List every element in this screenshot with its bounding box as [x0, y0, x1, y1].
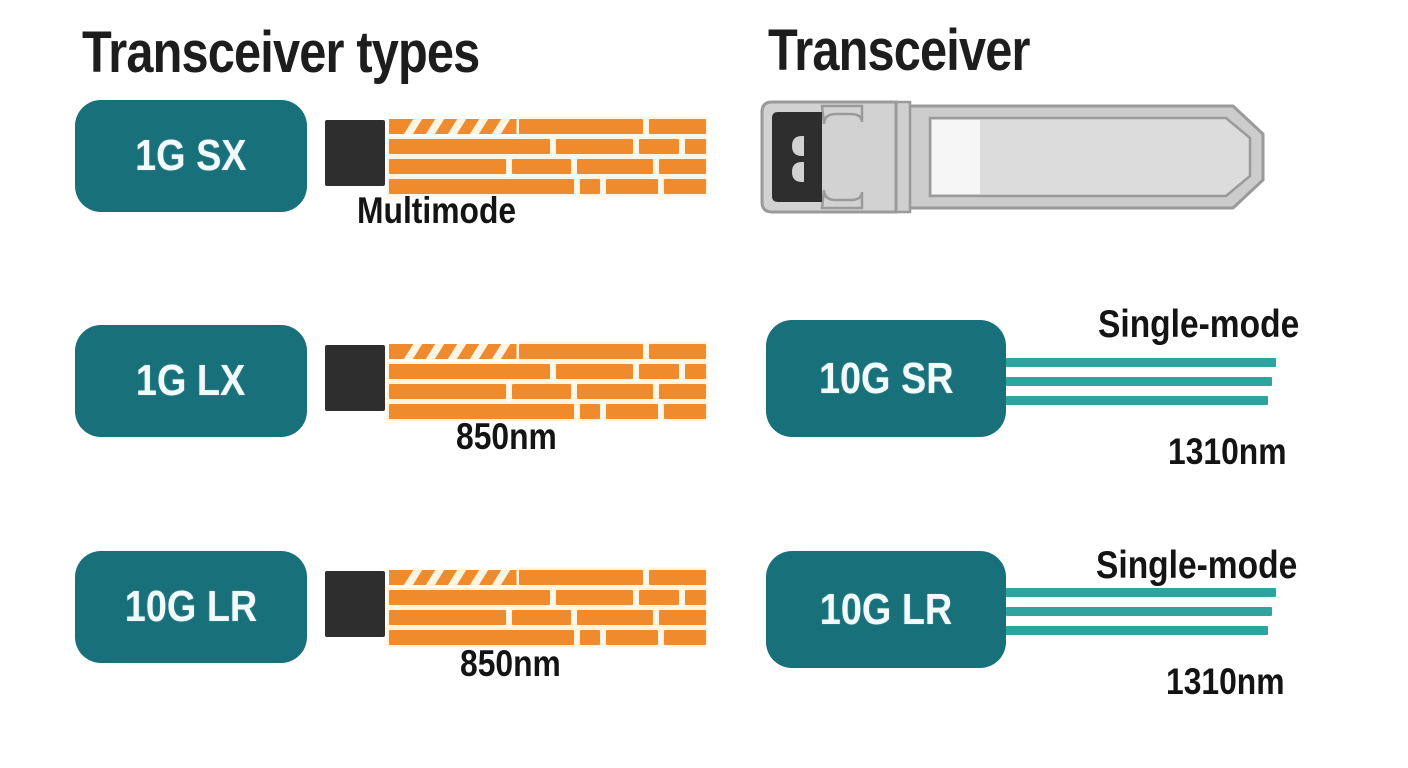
left-column-title: Transceiver types [82, 20, 480, 85]
badge-10g-sr[interactable]: 10G SR [766, 320, 1006, 437]
fiber-segment [556, 364, 633, 379]
fiber-segment [664, 630, 706, 645]
fiber-segment [389, 139, 550, 154]
fiber-line [1006, 377, 1272, 386]
latch-tab-top [820, 104, 864, 125]
fiber-segment [577, 610, 653, 625]
fiber-line [1006, 607, 1272, 616]
module-collar [894, 100, 912, 214]
fiber-segment [639, 139, 679, 154]
fiber-segment [664, 404, 706, 419]
multimode-cable-1 [325, 112, 706, 194]
fiber-segment [556, 590, 633, 605]
fiber-segment [649, 119, 706, 134]
multimode-cable-3 [325, 563, 706, 645]
fiber-segment [659, 384, 706, 399]
fiber-segment [389, 384, 506, 399]
fiber-segment [389, 630, 574, 645]
multimode-fiber-body [383, 337, 706, 419]
fiber-segment [649, 344, 706, 359]
caption-wavelength-1g-lx: 850nm [456, 416, 557, 457]
badge-label: 1G LX [136, 356, 246, 405]
fiber-hatch-band [389, 344, 519, 359]
fiber-segment [512, 610, 571, 625]
fiber-segment [389, 179, 574, 194]
fiber-segment [659, 610, 706, 625]
fiber-segment [639, 590, 679, 605]
cable-connector-icon [325, 345, 385, 411]
fiber-segment [512, 159, 571, 174]
multimode-fiber-body [383, 563, 706, 645]
fiber-segment [580, 404, 600, 419]
fiber-segment [577, 384, 653, 399]
multimode-fiber-body [383, 112, 706, 194]
fiber-segment [685, 364, 706, 379]
fiber-hatch-band [389, 570, 519, 585]
fiber-segment [664, 179, 706, 194]
fiber-segment [519, 344, 643, 359]
fiber-segment [512, 384, 571, 399]
fiber-segment [685, 139, 706, 154]
fiber-segment [519, 570, 643, 585]
fiber-segment [389, 590, 550, 605]
latch-tab-bottom [820, 189, 864, 210]
fiber-segment [556, 139, 633, 154]
fiber-line [1006, 626, 1268, 635]
singlemode-cable-1 [1006, 340, 1286, 405]
fiber-segment [639, 364, 679, 379]
fiber-line [1006, 588, 1276, 597]
fiber-segment [606, 404, 658, 419]
caption-wavelength-10g-sr: 1310nm [1168, 431, 1287, 472]
caption-singlemode-10g-lr: Single-mode [1096, 544, 1298, 587]
module-label-highlight [932, 120, 980, 194]
caption-singlemode-10g-sr: Single-mode [1098, 303, 1300, 346]
badge-label: 10G LR [819, 584, 953, 634]
fiber-segment [577, 159, 653, 174]
caption-wavelength-10g-lr: 1310nm [1166, 661, 1285, 702]
fiber-line [1006, 396, 1268, 405]
fiber-segment [389, 610, 506, 625]
fiber-line [1006, 358, 1276, 367]
caption-wavelength-10g-lr-multimode: 850nm [460, 643, 561, 684]
caption-multimode: Multimode [357, 190, 517, 231]
fiber-segment [685, 590, 706, 605]
fiber-segment [580, 179, 600, 194]
module-contact-bar [804, 112, 822, 202]
badge-label: 10G LR [124, 582, 258, 631]
fiber-segment [580, 630, 600, 645]
badge-1g-lx[interactable]: 1G LX [75, 325, 307, 437]
cable-connector-icon [325, 120, 385, 186]
badge-label: 1G SX [135, 131, 247, 180]
multimode-cable-2 [325, 337, 706, 419]
fiber-hatch-band [389, 119, 519, 134]
module-label-plate [928, 116, 1252, 198]
fiber-segment [519, 119, 643, 134]
singlemode-cable-2 [1006, 570, 1286, 635]
fiber-segment [389, 159, 506, 174]
fiber-segment [389, 364, 550, 379]
badge-1g-sx[interactable]: 1G SX [75, 100, 307, 212]
cable-connector-icon [325, 571, 385, 637]
fiber-segment [606, 179, 658, 194]
badge-10g-lr-multimode[interactable]: 10G LR [75, 551, 307, 663]
badge-10g-lr-singlemode[interactable]: 10G LR [766, 551, 1006, 668]
right-column-title: Transceiver [768, 18, 1030, 83]
sfp-transceiver-module[interactable] [758, 92, 1278, 222]
fiber-segment [606, 630, 658, 645]
fiber-segment [389, 404, 574, 419]
fiber-segment [649, 570, 706, 585]
badge-label: 10G SR [818, 353, 954, 403]
fiber-segment [659, 159, 706, 174]
